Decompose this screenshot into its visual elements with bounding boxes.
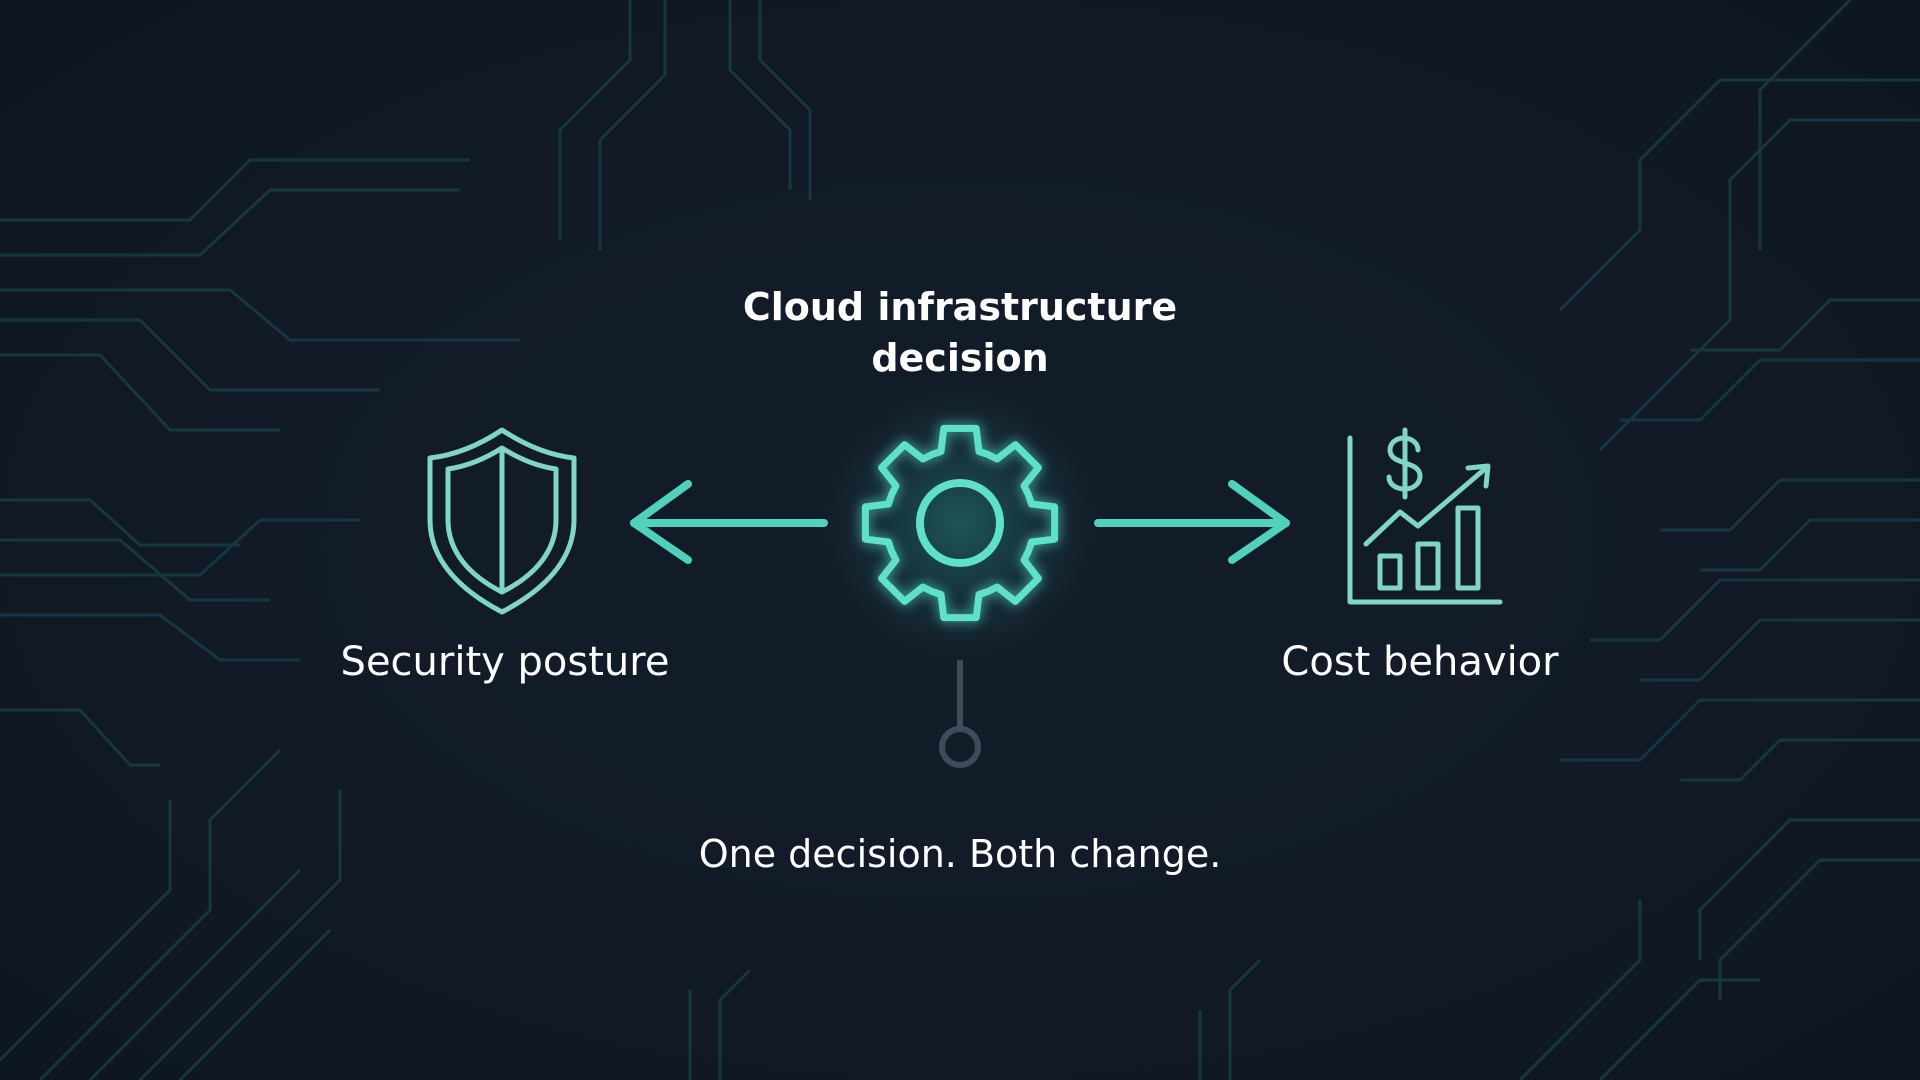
diagram-title: Cloud infrastructure decision [742, 285, 1178, 380]
cost-behavior-label: Cost behavior [1281, 639, 1559, 685]
shield-icon [427, 427, 577, 615]
left-arrow [630, 480, 828, 564]
cost-chart-icon [1347, 427, 1503, 605]
connector-line [939, 660, 981, 768]
gear-outline [861, 424, 1059, 622]
security-posture-label: Security posture [340, 639, 670, 685]
gear-icon [825, 388, 1095, 658]
tagline: One decision. Both change. [698, 832, 1222, 876]
right-arrow [1094, 480, 1290, 564]
